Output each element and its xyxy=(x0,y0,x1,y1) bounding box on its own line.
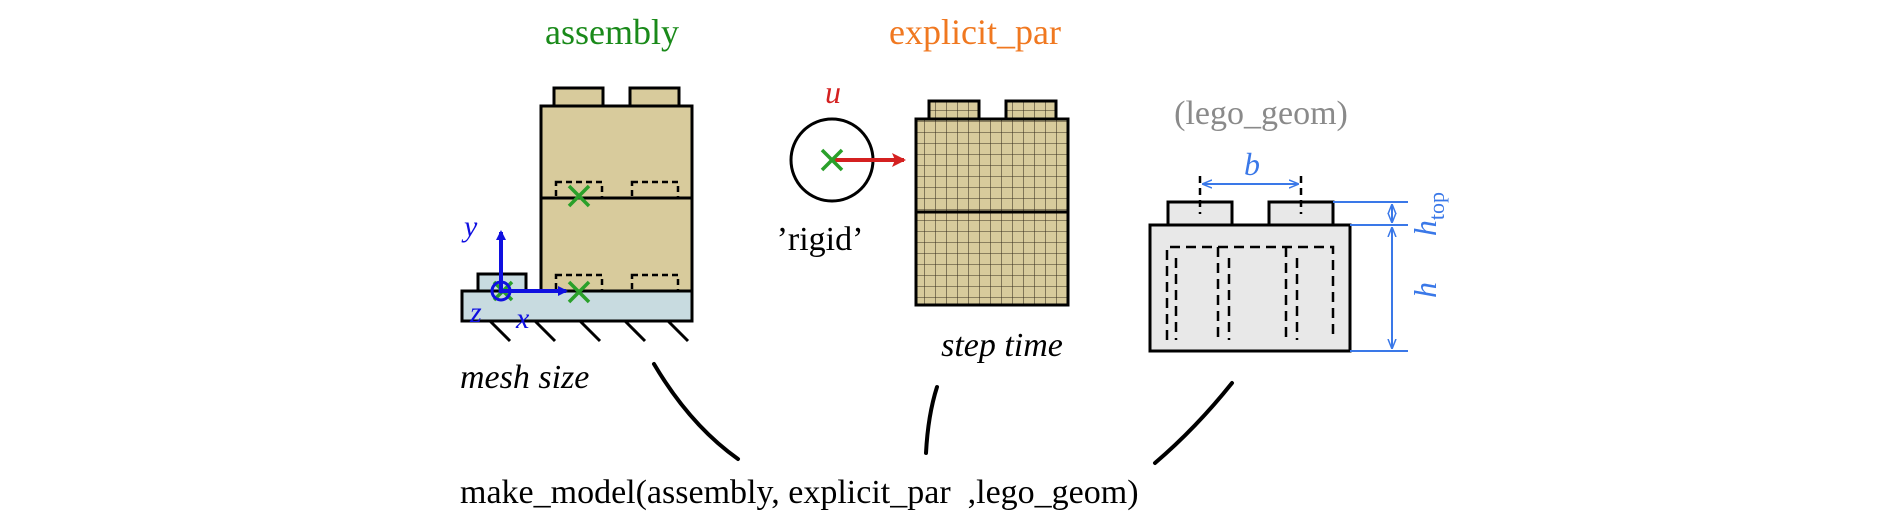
brick-top-stud-left xyxy=(552,86,605,108)
step-time-label: step time xyxy=(941,327,1063,364)
mesh-size-label: mesh size xyxy=(460,359,589,396)
assembly-title: assembly xyxy=(545,12,679,52)
rigid-label: ’rigid’ xyxy=(777,221,864,258)
axis-z-label: z xyxy=(469,296,482,329)
connector-curves xyxy=(652,362,1234,465)
geom-hidden-lines xyxy=(1165,245,1335,340)
mesh-stud-right xyxy=(1004,99,1058,121)
brick-lower xyxy=(539,196,694,293)
velocity-label: u xyxy=(825,74,841,110)
connector-assembly xyxy=(652,362,740,461)
geometry-panel: (lego_geom) b h hto xyxy=(1148,95,1449,353)
geom-title: (lego_geom) xyxy=(1174,95,1348,132)
ground-hatch xyxy=(488,319,690,343)
dim-h-top-main: h xyxy=(1407,220,1443,236)
z-axis-dot xyxy=(498,288,504,294)
axis-x-label: x xyxy=(515,302,530,335)
dim-h-top-sub: top xyxy=(1424,192,1449,220)
brick-top-stud-right xyxy=(628,86,681,108)
explicit-panel: explicit_par u ’rigid’ step time xyxy=(777,12,1070,364)
connector-explicit xyxy=(924,385,939,455)
function-call: make_model(assembly, explicit_par ,lego_… xyxy=(460,474,1139,511)
brick-upper xyxy=(539,104,694,200)
connector-geom xyxy=(1153,381,1234,465)
dim-b-label: b xyxy=(1244,146,1260,182)
axis-y-label: y xyxy=(461,210,478,243)
dim-h-label: h xyxy=(1407,282,1443,298)
dim-h-top-label: htop xyxy=(1407,192,1449,236)
geom-brick-body xyxy=(1148,223,1352,353)
z-axis-circle xyxy=(490,280,512,302)
mesh-stud-left xyxy=(927,99,981,121)
dimension-h xyxy=(1333,201,1408,352)
rigid-center-marker xyxy=(820,148,844,172)
assembly-panel: assembly xyxy=(460,12,694,396)
dimension-b: b xyxy=(1198,146,1303,214)
coordinate-axes: y x z xyxy=(461,210,568,335)
explicit-title: explicit_par xyxy=(889,12,1061,52)
